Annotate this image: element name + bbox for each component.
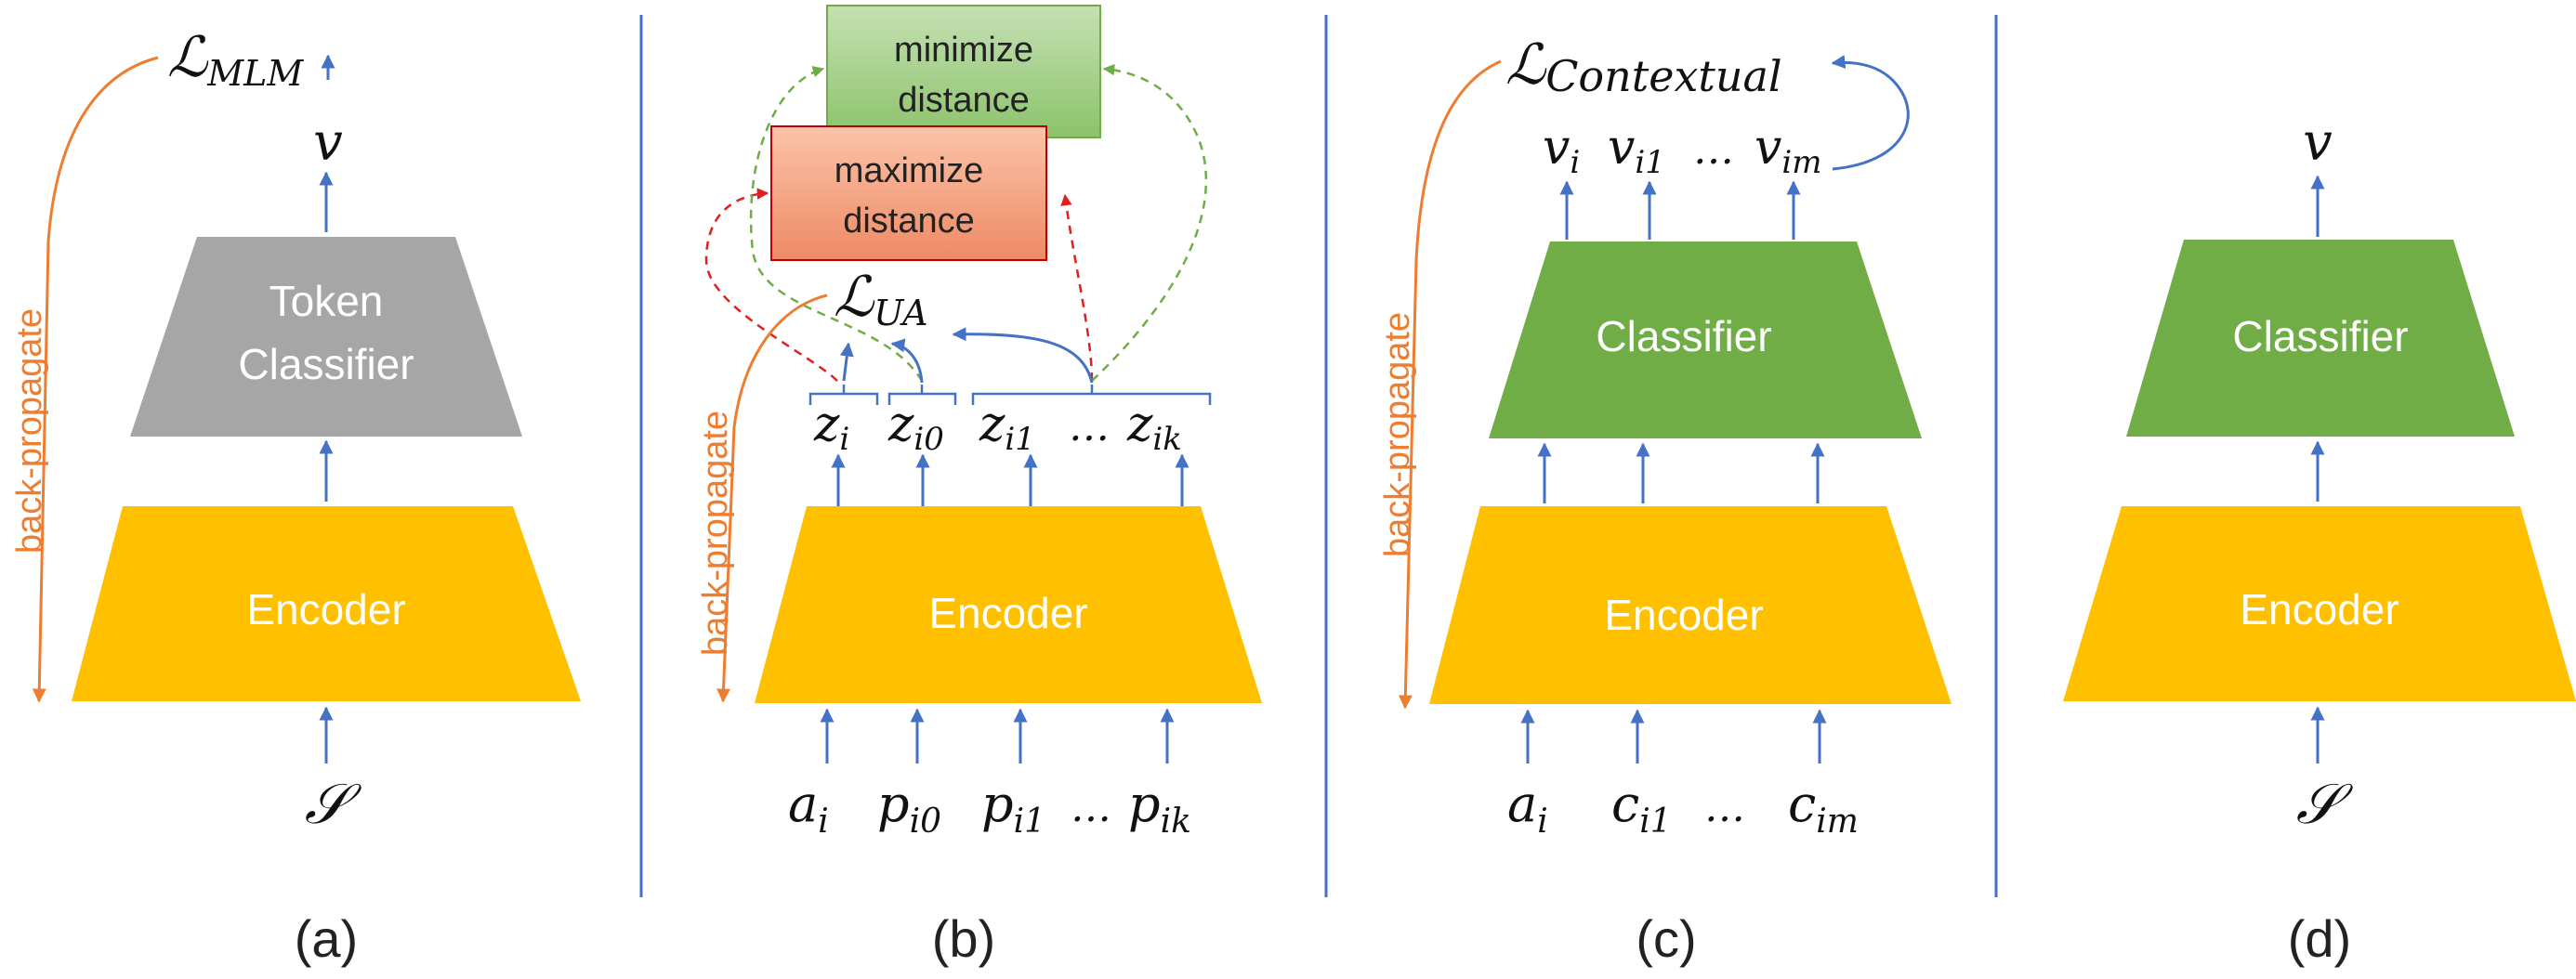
arrow-zi0-to-loss [890, 338, 924, 384]
caption-d: (d) [2288, 909, 2351, 968]
output-v: v [2303, 112, 2333, 173]
caption-b: (b) [932, 909, 995, 968]
backprop-label: back-propagate [10, 308, 49, 554]
z-label-i0: zi0 [887, 397, 944, 458]
input-c-im: cim [1788, 775, 1859, 841]
output-v: v [313, 112, 343, 173]
input-a-i: ai [788, 775, 829, 841]
input-s: 𝒮 [305, 772, 362, 837]
dashed-red-right [1060, 193, 1094, 382]
output-v-i1: vi1 [1608, 120, 1665, 181]
dashed-green-right [1091, 63, 1208, 382]
backprop-label: back-propagate [696, 411, 735, 656]
arrow-zi-to-loss [839, 342, 854, 382]
maximize-distance-box [770, 125, 1047, 261]
z-label-ellipsis: … [1069, 403, 1110, 450]
encoder-block [72, 506, 581, 701]
classifier-label: Classifier [1596, 312, 1771, 360]
z-label-ik: zik [1126, 397, 1182, 458]
caption-a: (a) [295, 909, 358, 968]
token-classifier-block [130, 237, 522, 437]
encoder-label: Encoder [2240, 585, 2399, 633]
encoder-label: Encoder [1604, 591, 1763, 639]
loss-mlm: ℒMLM [167, 25, 304, 94]
brace-zi [808, 385, 879, 405]
token-classifier-label-line1: Token [269, 277, 384, 325]
arrow-zik-to-loss [952, 327, 1094, 384]
input-p-i0: pi0 [877, 775, 941, 841]
backprop-label: back-propagate [1378, 312, 1417, 557]
input-ellipsis: … [1704, 784, 1745, 831]
z-label-i1: zi1 [979, 397, 1035, 458]
token-classifier-label-line2: Classifier [238, 340, 414, 388]
encoder-label: Encoder [246, 585, 405, 633]
dashed-red-left [704, 188, 838, 382]
maximize-label-line1: maximize [835, 151, 983, 190]
brace-zi0 [887, 385, 957, 405]
maximize-label-line2: distance [843, 202, 975, 241]
backprop-arrow [716, 294, 828, 703]
input-s: 𝒮 [2296, 772, 2354, 837]
input-p-ik: pik [1128, 775, 1191, 841]
backprop-arrow [32, 56, 159, 703]
loss-contextual: ℒContextual [1505, 33, 1782, 101]
classifier-block [2126, 240, 2515, 437]
encoder-block [1429, 506, 1952, 704]
brace-zik [971, 385, 1212, 405]
classifier-block [1489, 241, 1922, 438]
dashed-green-left [749, 66, 924, 382]
output-ellipsis: … [1693, 126, 1734, 174]
caption-c: (c) [1636, 909, 1696, 968]
input-ellipsis: … [1071, 784, 1111, 831]
input-p-i1: pi1 [981, 775, 1045, 841]
encoder-block [755, 506, 1262, 703]
panel-c: ℒContextual vi vi1 … vim Classifier Enco… [1378, 33, 1952, 968]
input-c-i1: ci1 [1611, 775, 1672, 841]
classifier-label: Classifier [2232, 312, 2408, 360]
backprop-arrow [1398, 59, 1502, 710]
loss-ua: ℒUA [834, 265, 928, 333]
panel-b: minimize distance maximize distance ℒUA … [696, 5, 1262, 968]
panel-a: Token Classifier Encoder v 𝒮 ℒMLM back-p… [10, 25, 581, 968]
loss-loop-arrow [1831, 55, 1910, 171]
panel-d: v Classifier Encoder 𝒮 (d) [2063, 112, 2576, 968]
minimize-label-line2: distance [898, 81, 1030, 120]
input-a-i: ai [1507, 775, 1548, 841]
output-v-i: vi [1543, 120, 1580, 181]
z-label-i: zi [813, 397, 849, 458]
minimize-label-line1: minimize [894, 31, 1033, 70]
encoder-label: Encoder [928, 589, 1087, 637]
output-v-im: vim [1755, 120, 1822, 181]
encoder-block [2063, 506, 2576, 701]
